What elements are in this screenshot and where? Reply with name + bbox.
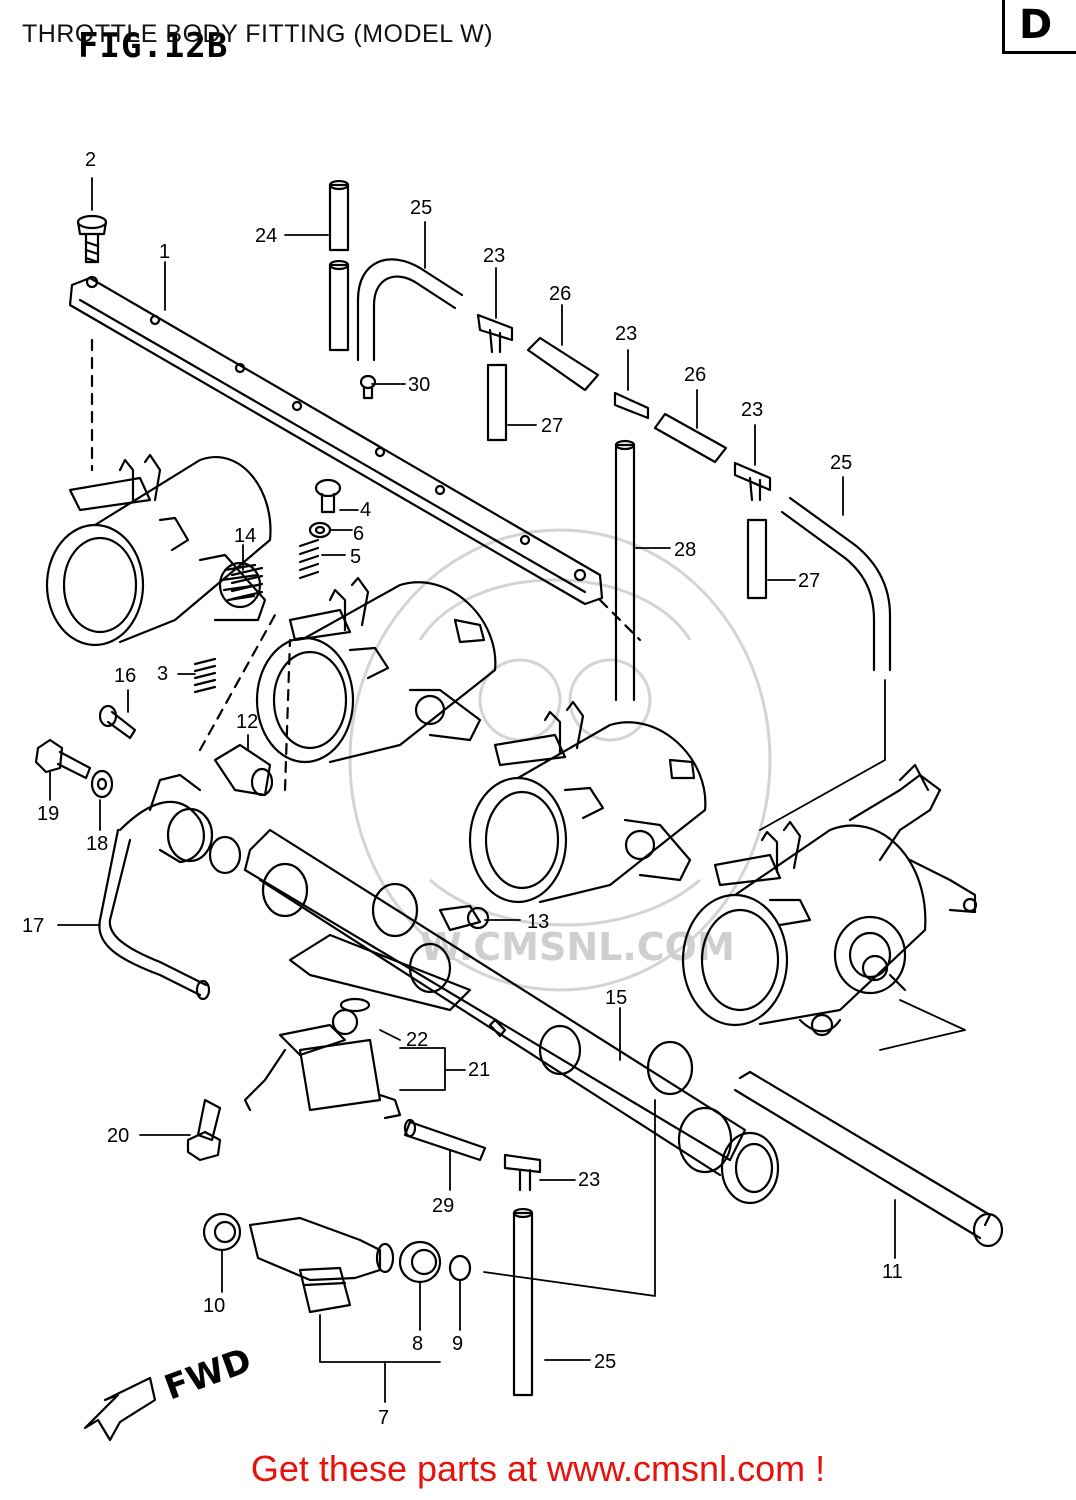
callout-17: 17	[22, 915, 44, 937]
part-4-screw	[314, 478, 342, 514]
callout-6: 6	[353, 523, 364, 545]
callout-28: 28	[674, 539, 696, 561]
part-22-o-ring	[339, 997, 371, 1013]
part-20-bolt	[186, 1098, 222, 1162]
part-8-seal	[398, 1240, 442, 1284]
part-15-fuel-rail	[243, 828, 780, 1205]
callout-23-c: 23	[741, 399, 763, 421]
callout-2: 2	[85, 149, 96, 171]
callout-5: 5	[350, 546, 361, 568]
callout-16: 16	[114, 665, 136, 687]
callout-14: 14	[234, 525, 256, 547]
callout-9: 9	[452, 1333, 463, 1355]
page-title: THROTTLE BODY FITTING (MODEL W)	[22, 20, 494, 48]
callout-25-c: 25	[594, 1351, 616, 1373]
figure-label: FIG.12B	[78, 26, 229, 66]
leader-lines	[49, 177, 966, 1403]
part-21-regulator	[243, 1008, 402, 1120]
section-box: D	[1002, 0, 1076, 54]
throttle-body-2	[255, 576, 497, 764]
part-12-collar	[198, 613, 292, 797]
part-25-hose-upper	[356, 258, 464, 362]
callout-26-a: 26	[549, 283, 571, 305]
part-2-screw	[76, 214, 108, 264]
part-30-cap	[359, 374, 377, 400]
part-13-bolt	[438, 904, 490, 932]
callout-20: 20	[107, 1125, 129, 1147]
throttle-body-1	[45, 453, 272, 647]
fwd-arrow	[83, 1376, 157, 1442]
part-16-bolt	[98, 704, 137, 740]
callout-30: 30	[408, 374, 430, 396]
callout-27-b: 27	[798, 570, 820, 592]
callout-21: 21	[468, 1059, 490, 1081]
callout-13: 13	[527, 911, 549, 933]
callout-11: 11	[882, 1261, 903, 1283]
part-6-washer	[308, 521, 332, 539]
part-14-spring	[230, 566, 264, 601]
part-17-pipe	[98, 773, 242, 1001]
callout-26-b: 26	[684, 364, 706, 386]
footer-link[interactable]: Get these parts at www.cmsnl.com !	[250, 1448, 826, 1489]
part-3-spring	[193, 657, 217, 694]
callout-23-b: 23	[615, 323, 637, 345]
callout-7: 7	[378, 1407, 389, 1429]
callout-4: 4	[360, 499, 371, 521]
callout-25-a: 25	[410, 197, 432, 219]
part-1-bracket	[68, 275, 604, 606]
part-26-hose	[526, 336, 728, 464]
callout-8: 8	[412, 1333, 423, 1355]
callout-12: 12	[236, 711, 258, 733]
part-11-bolt	[733, 1070, 1004, 1248]
part-25-hose-lower	[512, 1207, 534, 1397]
callout-15: 15	[605, 987, 627, 1009]
callout-19: 19	[37, 803, 59, 825]
section-letter: D	[1019, 2, 1053, 48]
part-27-hose	[486, 363, 768, 600]
part-24-hose	[328, 179, 350, 352]
part-7-injector	[248, 1216, 395, 1314]
part-23-t-joint	[476, 313, 772, 1192]
part-5-spring	[298, 538, 320, 580]
leader-dashed-2	[598, 598, 642, 642]
callout-23-a: 23	[483, 245, 505, 267]
callout-23-d: 23	[578, 1169, 600, 1191]
callout-18: 18	[86, 833, 108, 855]
fwd-label: FWD	[159, 1340, 256, 1408]
callout-numbers: 1 2 3 4 5 6 7 8 9 10 11 12 13 14 15 16 1…	[22, 149, 903, 1429]
callout-24: 24	[255, 225, 277, 247]
callout-29: 29	[432, 1195, 454, 1217]
callout-3: 3	[157, 663, 168, 685]
part-18-washer	[90, 769, 114, 799]
part-28-hose	[614, 439, 636, 702]
callout-22: 22	[406, 1029, 428, 1051]
part-19-bolt	[34, 738, 92, 780]
part-10-seal	[202, 1212, 242, 1252]
part-25-hose-right	[780, 496, 892, 672]
part-29-hose	[403, 1118, 487, 1162]
callout-25-b: 25	[830, 452, 852, 474]
throttle-body-4	[681, 763, 978, 1037]
part-9-o-ring	[448, 1254, 472, 1282]
callout-27-a: 27	[541, 415, 563, 437]
callout-1: 1	[159, 241, 170, 263]
throttle-body-3	[468, 700, 707, 904]
callout-10: 10	[203, 1295, 225, 1317]
